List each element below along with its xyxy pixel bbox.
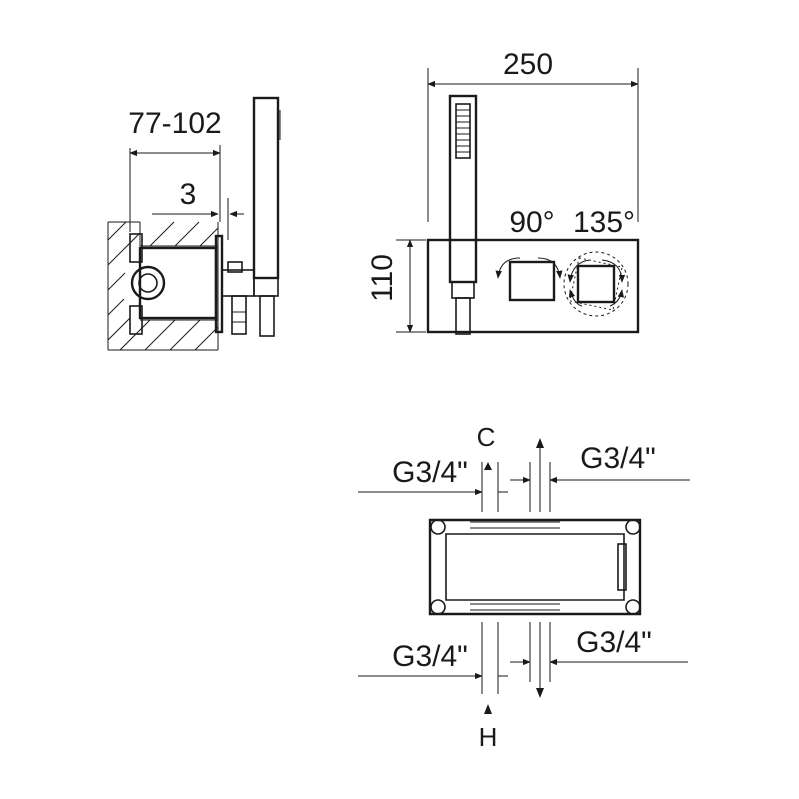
hand-shower-side <box>252 96 280 280</box>
handle-135 <box>563 251 629 317</box>
width-dimension-label: 250 <box>503 48 553 81</box>
angle-label-90: 90° <box>509 206 554 239</box>
depth-dimension-label: 77-102 <box>128 107 221 140</box>
mounting-lug <box>625 599 641 615</box>
hand-shower-front <box>448 94 478 284</box>
mounting-lug <box>430 519 446 535</box>
handle-90 <box>495 257 563 302</box>
inlet-cold-label: C <box>477 422 496 452</box>
side-view: 77-102 3 <box>107 96 281 351</box>
bottom-view: C G3/4" G3/4" G3/4" G3/4" H <box>358 422 690 752</box>
wall-hatching <box>107 221 219 351</box>
inlet-port <box>130 265 166 301</box>
thread-bottom-right: G3/4" <box>576 626 652 659</box>
angle-label-135: 135° <box>573 206 635 239</box>
cover-plate <box>426 238 640 334</box>
thread-top-right: G3/4" <box>580 442 656 475</box>
front-view: 90° 135° 250 110 <box>366 48 640 335</box>
mounting-lug <box>625 519 641 535</box>
nozzle-grid <box>456 109 470 153</box>
housing-outline <box>428 518 642 616</box>
inlet-hot-label: H <box>479 722 498 752</box>
thread-bottom-left: G3/4" <box>392 640 468 673</box>
thread-top-left: G3/4" <box>392 456 468 489</box>
mounting-lug <box>430 599 446 615</box>
valve-body <box>138 246 218 320</box>
height-dimension-label: 110 <box>366 254 399 302</box>
offset-dimension-label: 3 <box>180 178 197 211</box>
